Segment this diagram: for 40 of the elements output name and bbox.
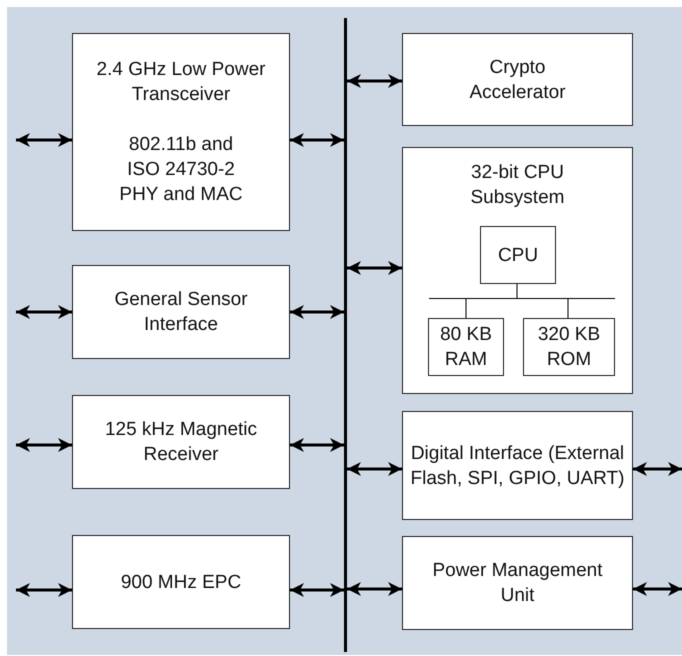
double-arrow [16, 133, 72, 147]
double-arrow [16, 305, 72, 319]
block-box [72, 395, 290, 489]
block-label: 900 MHz EPC [120, 570, 242, 594]
block-box [402, 147, 633, 394]
double-arrow [290, 583, 344, 597]
double-arrow [290, 438, 344, 452]
connector-line [516, 284, 518, 298]
block-label: CPU [498, 244, 538, 268]
double-arrow [347, 74, 402, 88]
double-arrow [633, 462, 682, 476]
block-label: Digital Interface (External Flash, SPI, GPIO, UART) [410, 442, 626, 490]
block-label: 2.4 GHz Low Power Transceiver [96, 58, 266, 107]
block-label: 125 kHz Magnetic Receiver [104, 418, 258, 467]
double-arrow [290, 305, 344, 319]
block-box [402, 411, 633, 520]
double-arrow [347, 582, 402, 596]
block-box [428, 318, 504, 376]
double-arrow [16, 438, 72, 452]
double-arrow [290, 133, 344, 147]
block-label: Power Management Unit [431, 559, 604, 608]
block-label: 320 KB ROM [536, 323, 602, 372]
double-arrow [633, 582, 682, 596]
bus-line [344, 18, 347, 652]
block-label: 32-bit CPU Subsystem [470, 161, 566, 210]
double-arrow [16, 583, 72, 597]
block-box [72, 33, 290, 231]
block-label: General Sensor Interface [113, 288, 249, 337]
block-description: 802.11b and ISO 24730-2 PHY and MAC [118, 133, 244, 207]
block-label: Crypto Accelerator [468, 56, 567, 104]
double-arrow [347, 261, 402, 275]
block-label: 80 KB RAM [439, 323, 493, 372]
double-arrow [347, 462, 402, 476]
block-box [402, 33, 633, 126]
block-box [402, 536, 633, 630]
block-box [72, 535, 290, 629]
block-box [523, 318, 615, 376]
block-box [72, 265, 290, 359]
bus-line [429, 298, 615, 299]
block-box [480, 226, 556, 284]
